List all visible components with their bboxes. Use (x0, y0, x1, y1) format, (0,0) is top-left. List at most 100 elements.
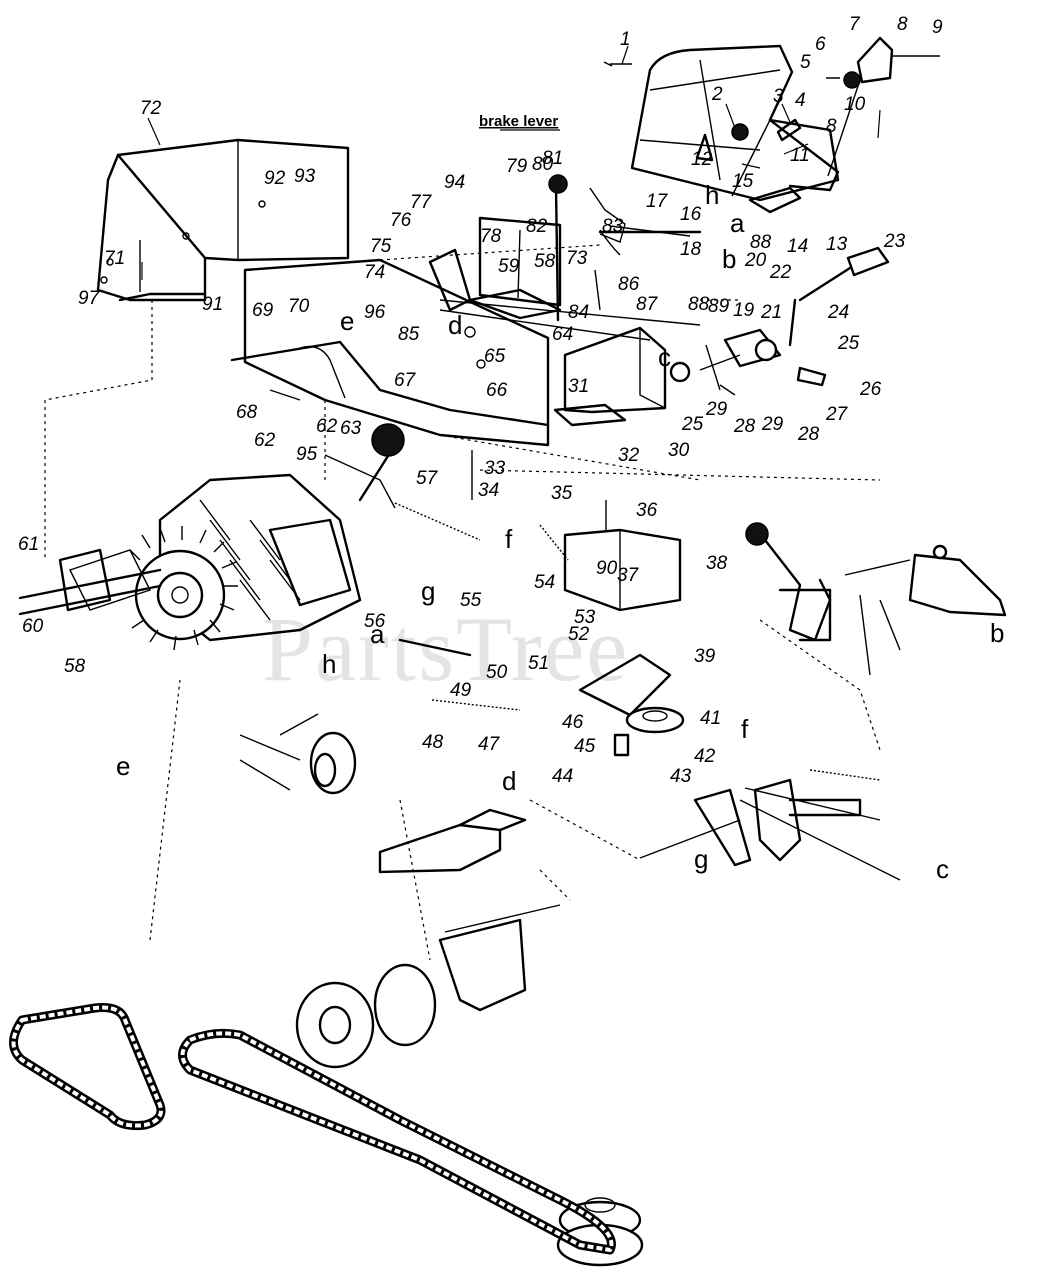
part-label: 45 (574, 736, 596, 757)
connector-letter: e (340, 306, 354, 336)
shift-lever-assembly (745, 522, 1007, 676)
connector-letter: d (502, 766, 516, 796)
idler-bracket-38 (563, 500, 685, 757)
part-label: 8 (897, 14, 908, 35)
part-label: 90 (596, 558, 618, 579)
part-label: 51 (528, 653, 549, 674)
upper-bracket-72 (96, 138, 350, 302)
main-frame-plate (230, 244, 701, 481)
part-label: 31 (568, 376, 589, 397)
part-label: 82 (526, 216, 548, 237)
part-label: 18 (680, 239, 702, 260)
part-label: 62 (254, 430, 276, 451)
part-label: 67 (394, 370, 417, 391)
part-label: 15 (732, 171, 754, 192)
part-label: 88 (750, 232, 772, 253)
part-label: 21 (760, 302, 782, 323)
clutch-linkage (639, 769, 901, 881)
part-label: 25 (681, 414, 704, 435)
part-label: 38 (706, 553, 728, 574)
part-label: 52 (568, 624, 590, 645)
transmission (18, 473, 362, 651)
connector-letter: g (694, 844, 708, 874)
part-label: 1 (620, 29, 631, 50)
part-label: 74 (364, 262, 385, 283)
part-label: 61 (18, 534, 39, 555)
part-label: 27 (825, 404, 849, 425)
part-label: 79 (506, 156, 528, 177)
part-label: 32 (618, 445, 640, 466)
part-label: 80 (532, 154, 554, 175)
part-number-labels: 1 2 3 4 5 6 7 8 8 9 10 11 12 13 14 15 16… (18, 14, 943, 787)
part-label: 91 (202, 294, 223, 315)
part-label: 9 (932, 17, 943, 38)
connector-letter: e (116, 751, 130, 781)
part-label: 2 (711, 84, 723, 105)
part-label: 30 (668, 440, 690, 461)
part-label: 97 (78, 288, 101, 309)
part-label: 72 (140, 98, 162, 119)
part-label: 50 (486, 662, 508, 683)
part-label: 81 (542, 148, 563, 169)
pedal-arm (669, 246, 890, 396)
part-label: 36 (636, 500, 658, 521)
part-label: 68 (236, 402, 258, 423)
part-label: 59 (498, 256, 520, 277)
part-label: 22 (769, 262, 792, 283)
part-label: 66 (486, 380, 508, 401)
part-label: 96 (364, 302, 386, 323)
part-label: 54 (534, 572, 555, 593)
right-frame-plates (553, 326, 667, 427)
part-label: 20 (744, 250, 767, 271)
part-label: 65 (484, 346, 506, 367)
part-label: 23 (883, 231, 906, 252)
part-label: 16 (680, 204, 702, 225)
part-label: 73 (566, 248, 588, 269)
part-label: 4 (795, 90, 806, 111)
part-label: 83 (602, 216, 624, 237)
part-label: 70 (288, 296, 310, 317)
part-label: 34 (478, 480, 499, 501)
part-label: 55 (460, 590, 482, 611)
part-label: 8 (826, 116, 837, 137)
part-label: 11 (790, 145, 810, 166)
brake-lever-caption: brake lever (479, 113, 558, 130)
part-label: 53 (574, 607, 596, 628)
part-label: 39 (694, 646, 716, 667)
part-label: 13 (826, 234, 848, 255)
part-label: 58 (64, 656, 86, 677)
part-label: 71 (104, 248, 125, 269)
connector-letter: h (705, 180, 719, 210)
part-label: 88 (688, 294, 710, 315)
connector-letter: b (990, 618, 1004, 648)
part-label: 62 (316, 416, 338, 437)
part-label: 37 (617, 565, 640, 586)
part-label: 26 (859, 379, 882, 400)
connector-letter: b (722, 244, 736, 274)
fender-assembly (603, 36, 940, 214)
part-label: 35 (551, 483, 573, 504)
part-label: 60 (22, 616, 44, 637)
part-label: 46 (562, 712, 584, 733)
part-label: 29 (761, 414, 784, 435)
part-label: 75 (370, 236, 392, 257)
part-label: 89 (708, 296, 730, 317)
connector-letter: g (421, 576, 435, 606)
part-label: 85 (398, 324, 420, 345)
connector-letter: c (936, 854, 949, 884)
connector-letters: a a b b c c d d e e f f g g h h (116, 180, 1004, 884)
part-label: 28 (733, 416, 756, 437)
part-label: 94 (444, 172, 465, 193)
part-label: 77 (410, 192, 433, 213)
part-label: 64 (552, 324, 573, 345)
part-label: 14 (787, 236, 808, 257)
part-label: 78 (480, 226, 502, 247)
part-label: 76 (390, 210, 412, 231)
part-label: 24 (827, 302, 849, 323)
part-label: 5 (800, 52, 811, 73)
connector-letter: d (448, 310, 462, 340)
connector-letter: f (741, 714, 749, 744)
part-label: 44 (552, 766, 573, 787)
part-label: 93 (294, 166, 316, 187)
